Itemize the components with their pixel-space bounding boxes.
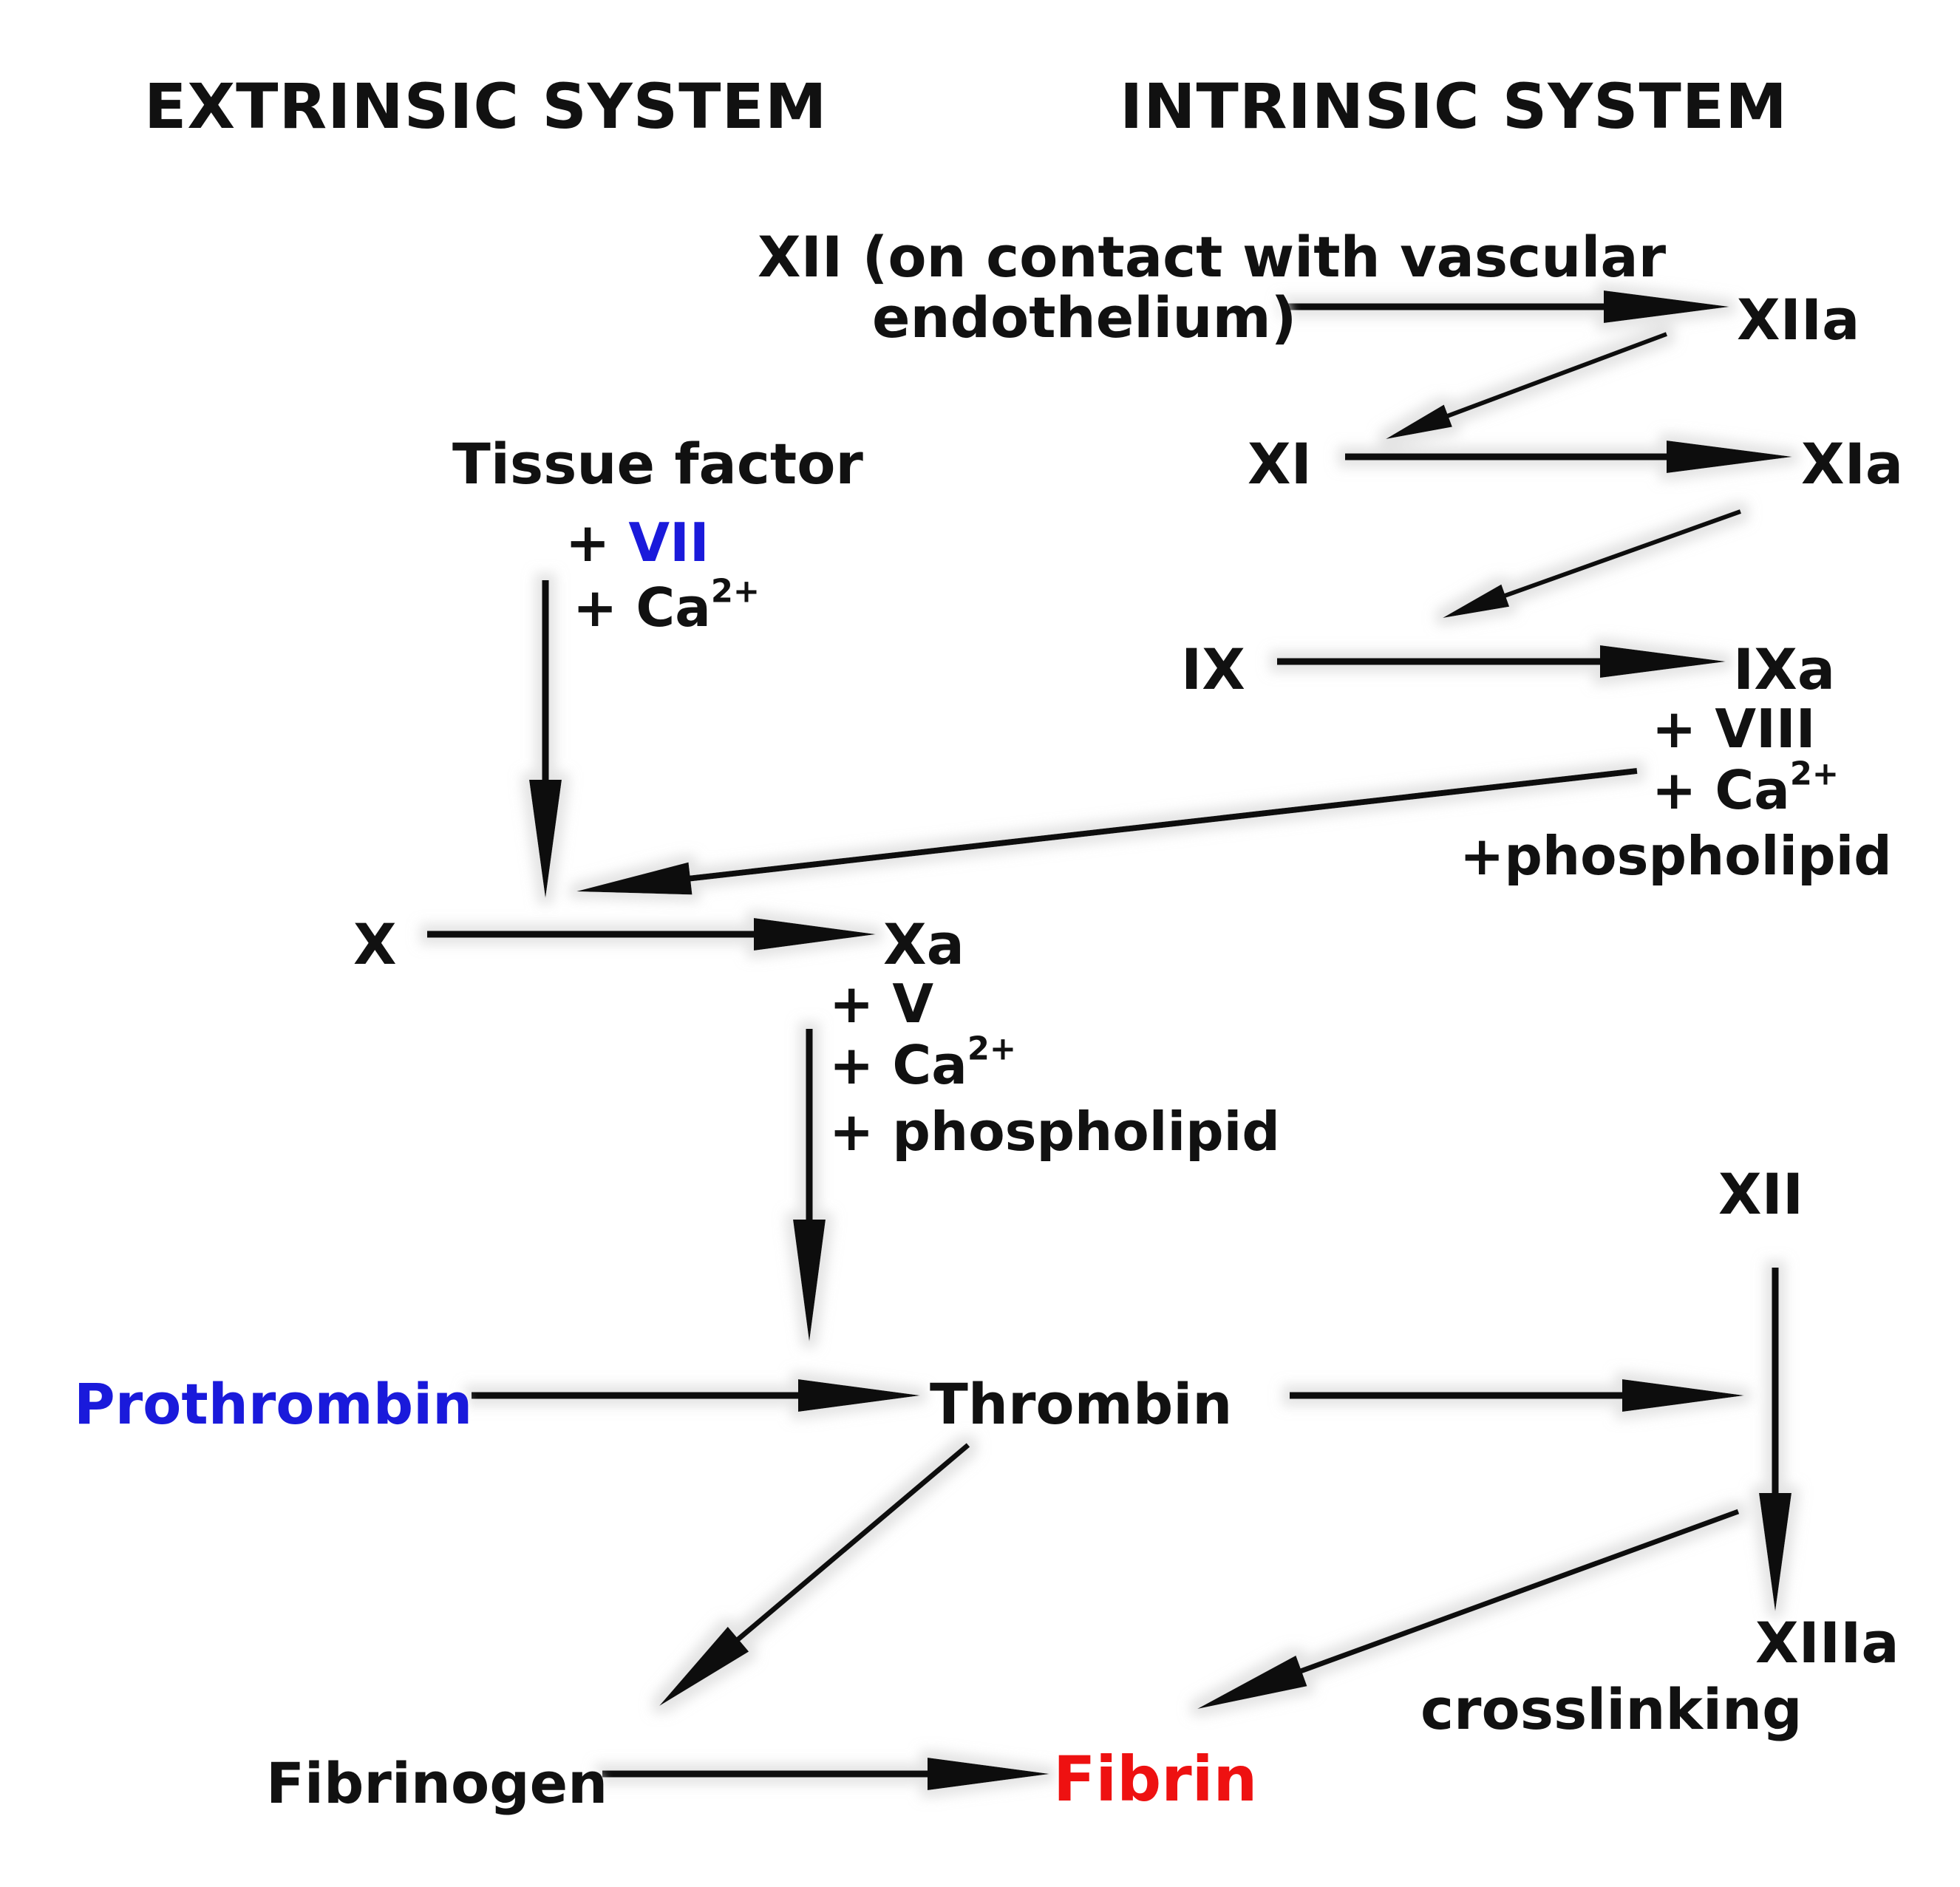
- tf-calcium-charge: 2+: [710, 573, 760, 611]
- xa-cofactor-v: + V: [829, 973, 934, 1035]
- prothrombin-label: Prothrombin: [74, 1371, 473, 1437]
- tissue-factor-label: Tissue factor: [452, 431, 863, 497]
- arrow-ixa-to-x-head: [576, 862, 693, 895]
- arrow-xiia-to-xi-shaft: [1444, 332, 1668, 419]
- arrow-thrombin-to-xiii-head: [1622, 1379, 1744, 1412]
- factor-ixa-label: IXa: [1733, 636, 1836, 702]
- xa-cofactor-calcium: + Ca2+: [829, 1033, 1016, 1092]
- ixa-cofactor-viii: + VIII: [1652, 698, 1816, 760]
- arrow-prothrombin-to-thrombin-head: [798, 1379, 920, 1412]
- ixa-cofactor-calcium: + Ca2+: [1652, 758, 1839, 817]
- arrow-xia-to-ix-head: [1443, 584, 1510, 618]
- factor-xii-contact-line1: XII (on contact with vascular: [758, 224, 1667, 290]
- arrow-tissue-factor-to-x-head: [529, 780, 562, 898]
- factor-xii-contact-line2: endothelium): [872, 285, 1297, 350]
- extrinsic-system-header: EXTRINSIC SYSTEM: [144, 70, 828, 143]
- tissue-factor-cofactor-vii: + VII: [565, 516, 710, 569]
- arrow-thrombin-to-fibrinogen-head: [659, 1626, 749, 1706]
- factor-xii-lower-label: XII: [1718, 1161, 1804, 1227]
- arrow-xii-to-xiiia-head: [1759, 1493, 1791, 1611]
- arrow-xiia-to-xi-head: [1386, 404, 1452, 439]
- thrombin-label: Thrombin: [930, 1371, 1233, 1437]
- ixa-cofactor-phospholipid: +phospholipid: [1460, 825, 1892, 887]
- factor-xiia-label: XIIa: [1737, 287, 1860, 353]
- xa-calcium-text: + Ca: [829, 1034, 967, 1096]
- crosslinking-label: crosslinking: [1420, 1676, 1803, 1742]
- arrow-ix-to-ixa-head: [1600, 645, 1726, 678]
- factor-ix-label: IX: [1181, 636, 1245, 702]
- factor-xiiia-label: XIIIa: [1755, 1610, 1899, 1676]
- xa-cofactor-phospholipid: + phospholipid: [829, 1101, 1280, 1163]
- tissue-factor-cofactor-calcium: + Ca2+: [573, 576, 760, 634]
- arrow-xiiia-to-fibrin-shaft: [1297, 1509, 1740, 1675]
- arrow-thrombin-to-fibrinogen-shaft: [734, 1443, 970, 1643]
- factor-vii-label: VII: [628, 511, 710, 574]
- factor-xa-label: Xa: [883, 911, 964, 977]
- fibrin-label: Fibrin: [1053, 1743, 1258, 1815]
- arrow-xia-to-ix-shaft: [1501, 509, 1742, 599]
- arrow-xa-to-thrombin-head: [793, 1220, 826, 1342]
- arrow-xiiia-to-fibrin-head: [1197, 1655, 1307, 1709]
- factor-xii-contact-label: XII (on contact with vascular endotheliu…: [758, 229, 1666, 346]
- ixa-calcium-text: + Ca: [1652, 759, 1790, 821]
- factor-xi-label: XI: [1248, 431, 1312, 497]
- xa-calcium-charge: 2+: [967, 1030, 1017, 1068]
- arrow-xi-to-xia-head: [1667, 441, 1792, 473]
- tf-plus-sign: +: [565, 511, 629, 574]
- arrow-x-to-xa-head: [754, 918, 876, 951]
- factor-x-label: X: [353, 911, 397, 977]
- arrow-xii-to-xiia-head: [1604, 290, 1729, 323]
- fibrinogen-label: Fibrinogen: [266, 1750, 608, 1816]
- arrow-fibrinogen-to-fibrin-head: [928, 1758, 1049, 1790]
- factor-xia-label: XIa: [1801, 431, 1904, 497]
- ixa-calcium-charge: 2+: [1789, 755, 1840, 793]
- tf-calcium-text: + Ca: [573, 577, 711, 639]
- intrinsic-system-header: INTRINSIC SYSTEM: [1120, 70, 1788, 143]
- arrow-ixa-to-x-shaft: [687, 768, 1638, 882]
